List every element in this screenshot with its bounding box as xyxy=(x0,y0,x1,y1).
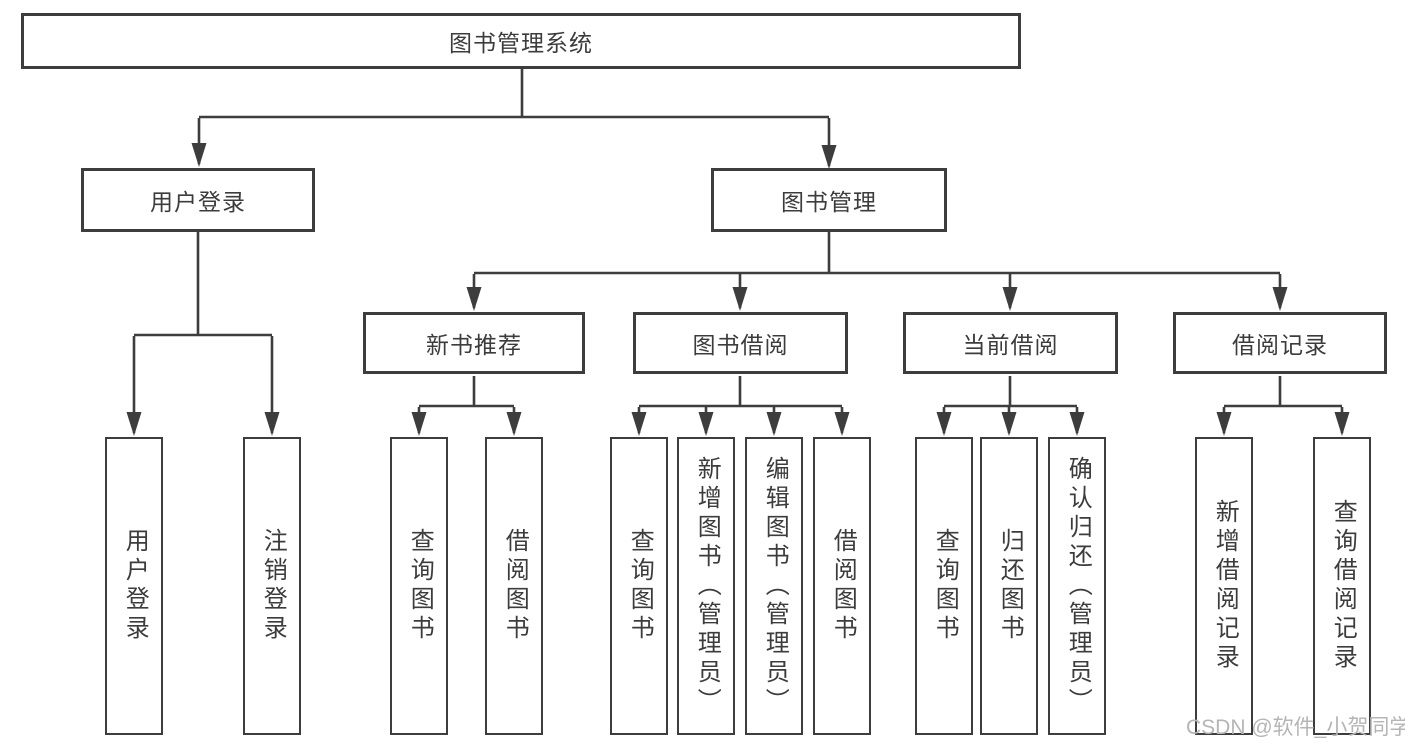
node-query-books-3: 查询图书 xyxy=(915,437,973,735)
node-query-books-2: 查询图书 xyxy=(610,437,668,735)
node-return-books: 归还图书 xyxy=(980,437,1038,735)
node-logout: 注销登录 xyxy=(243,437,301,735)
node-library-system: 图书管理系统 xyxy=(21,13,1021,69)
node-borrow-records: 借阅记录 xyxy=(1173,312,1387,374)
node-borrow-books-2: 借阅图书 xyxy=(813,437,871,735)
node-user-login-leaf: 用户登录 xyxy=(105,437,163,735)
node-query-borrow-record: 查询借阅记录 xyxy=(1313,437,1371,735)
node-confirm-return-admin: 确认归还（管理员） xyxy=(1048,437,1106,735)
node-query-books-1: 查询图书 xyxy=(390,437,448,735)
node-new-book-recommend: 新书推荐 xyxy=(363,312,585,374)
node-current-borrowing: 当前借阅 xyxy=(903,312,1118,374)
node-add-borrow-record: 新增借阅记录 xyxy=(1195,437,1253,735)
node-book-borrowing: 图书借阅 xyxy=(633,312,848,374)
node-add-books-admin: 新增图书（管理员） xyxy=(677,437,735,735)
node-book-management: 图书管理 xyxy=(711,168,947,232)
node-user-login: 用户登录 xyxy=(81,168,315,232)
csdn-watermark: CSDN @软件_小贺同学 xyxy=(1186,716,1405,739)
node-borrow-books-1: 借阅图书 xyxy=(485,437,543,735)
node-edit-books-admin: 编辑图书（管理员） xyxy=(745,437,803,735)
